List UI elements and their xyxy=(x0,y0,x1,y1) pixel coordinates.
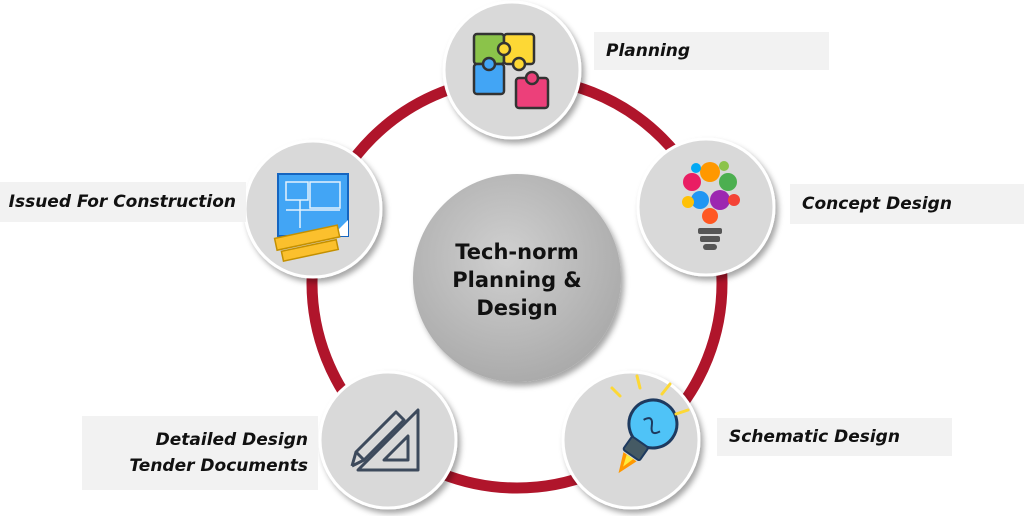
label-detailed-design-line-1: Detailed Design xyxy=(155,430,308,450)
label-planning: Planning xyxy=(594,32,829,70)
center-circle xyxy=(413,174,621,382)
node-concept-design xyxy=(636,137,776,277)
center-title: Tech-norm Planning & Design xyxy=(412,200,622,360)
node-planning xyxy=(442,0,582,140)
label-schematic-design-text: Schematic Design xyxy=(729,427,900,447)
light-rays-icon xyxy=(610,374,690,416)
blueprint-tape-icon xyxy=(273,173,349,262)
label-detailed-design: Detailed Design Tender Documents xyxy=(82,416,318,490)
lightbulb-rocket-icon xyxy=(618,398,679,474)
label-concept-design-text: Concept Design xyxy=(802,194,952,214)
ruler-triangle-icon xyxy=(350,408,420,472)
label-schematic-design: Schematic Design xyxy=(717,418,952,456)
label-concept-design: Concept Design xyxy=(790,184,1024,224)
label-detailed-design-line-2: Tender Documents xyxy=(129,456,308,476)
center-title-line-2: Planning & xyxy=(452,268,582,292)
label-planning-text: Planning xyxy=(606,41,691,61)
puzzle-icon xyxy=(472,32,550,110)
node-schematic-design xyxy=(561,370,701,510)
center-title-line-3: Design xyxy=(476,296,558,320)
center-title-line-1: Tech-norm xyxy=(455,240,579,264)
label-issued-for-construction-text: Issued For Construction xyxy=(8,192,236,212)
lightbulb-gears-icon xyxy=(682,161,740,250)
node-detailed-design xyxy=(318,370,458,510)
node-issued-for-construction xyxy=(243,139,383,279)
label-issued-for-construction: Issued For Construction xyxy=(0,182,246,222)
